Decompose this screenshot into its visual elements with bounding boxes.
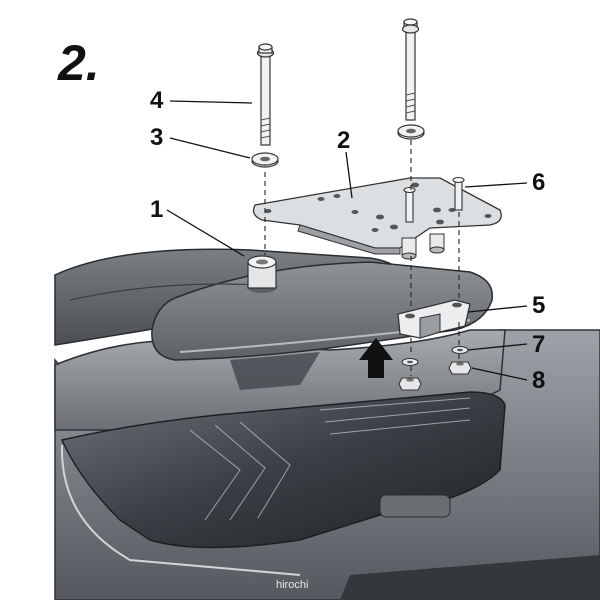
callout-5: 5 — [532, 292, 545, 319]
reflector — [379, 494, 451, 518]
part-4-bolt-right — [401, 18, 420, 121]
callout-3: 3 — [150, 124, 163, 151]
callout-6: 6 — [532, 169, 545, 196]
part-3-washer-right — [397, 124, 425, 140]
part-5-bracket — [397, 299, 471, 339]
step-label: 2. — [57, 35, 100, 91]
part-4-bolt-left — [256, 43, 275, 146]
part-2-mounting-plate — [252, 177, 502, 260]
callout-8: 8 — [532, 367, 545, 394]
part-6-short-bolts — [403, 176, 465, 223]
scooter-rear — [54, 248, 600, 600]
assembly-axes — [264, 140, 460, 376]
callout-4: 4 — [150, 87, 164, 114]
part-3-washer-left — [251, 152, 279, 168]
part-8-nuts — [398, 361, 472, 391]
plate-holes — [264, 182, 492, 232]
watermark-text: hirochi — [276, 579, 308, 591]
callout-1: 1 — [150, 196, 163, 223]
callout-2: 2 — [337, 127, 350, 154]
part-1-spacer — [247, 255, 277, 293]
taillight-reflections — [189, 397, 471, 521]
up-arrow-icon — [359, 338, 393, 378]
callout-7: 7 — [532, 331, 545, 358]
part-7-washers — [401, 345, 469, 367]
leader-lines — [166, 100, 528, 381]
